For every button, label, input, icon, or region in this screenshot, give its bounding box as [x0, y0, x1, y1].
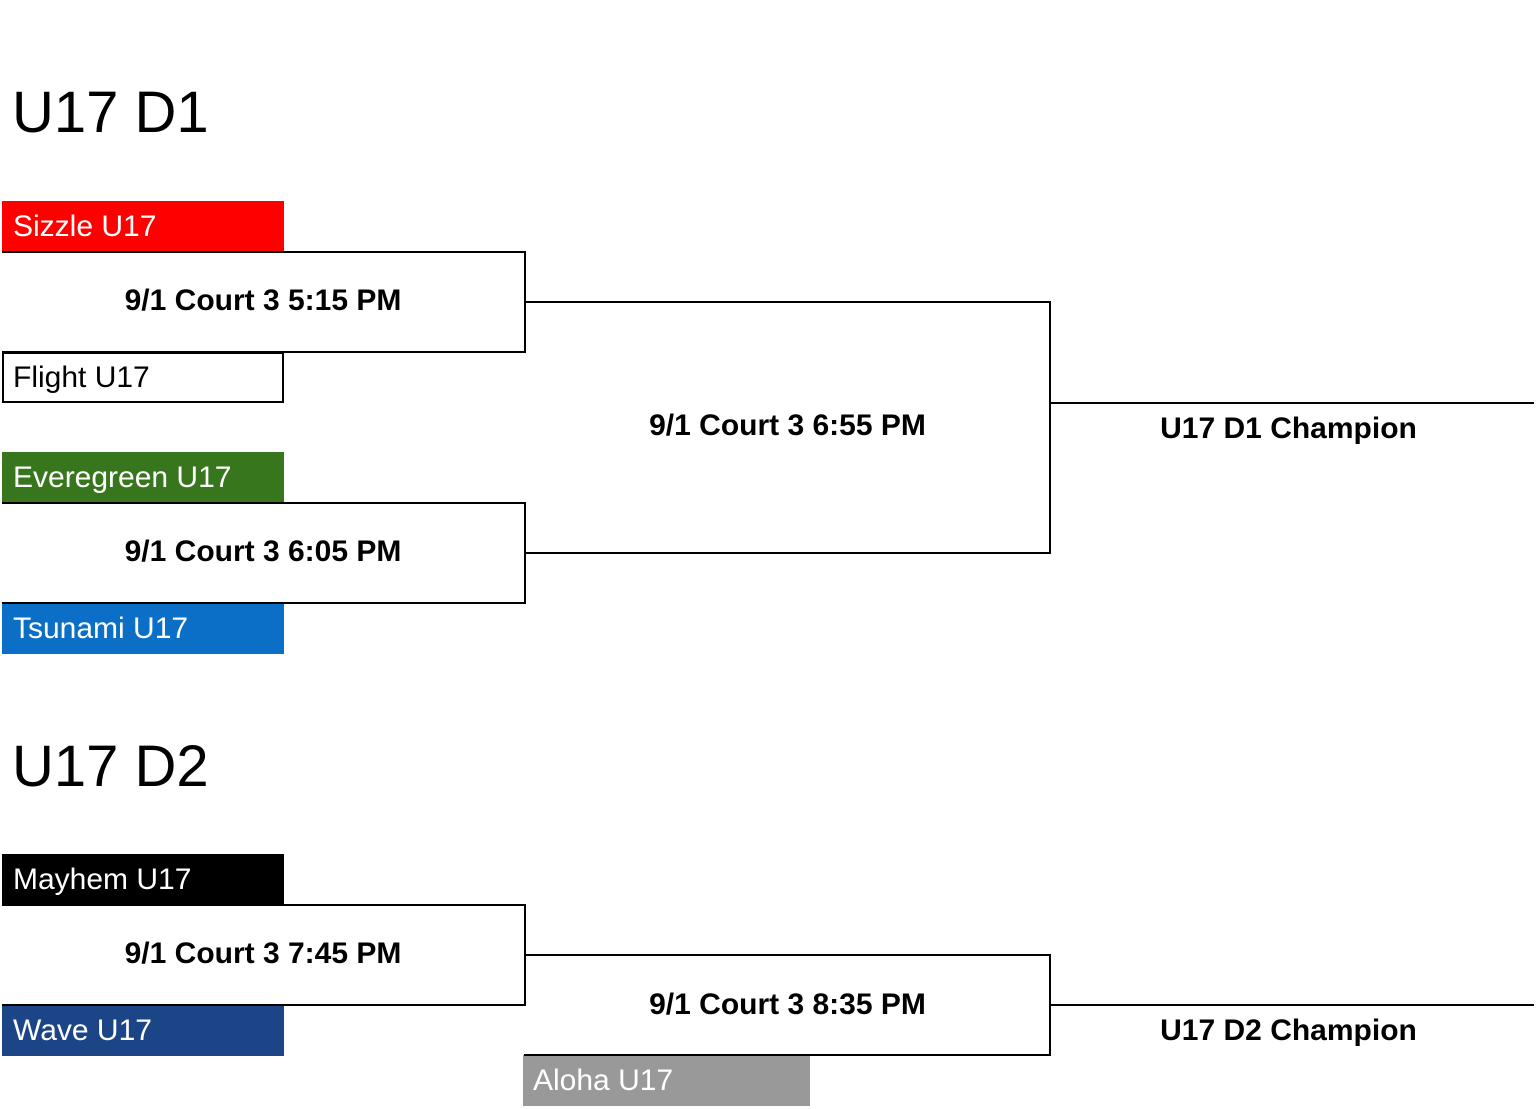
- team-tsunami: Tsunami U17: [2, 603, 284, 654]
- bracket-line: [2, 904, 526, 906]
- team-mayhem: Mayhem U17: [2, 854, 284, 905]
- team-flight: Flight U17: [2, 352, 284, 403]
- team-everegreen: Everegreen U17: [2, 452, 284, 503]
- match-label: 9/1 Court 3 8:35 PM: [649, 988, 926, 1021]
- bracket-line: [1049, 1004, 1534, 1006]
- team-aloha: Aloha U17: [523, 1055, 810, 1106]
- bracket-line: [2, 502, 526, 504]
- bracket-line: [1049, 402, 1534, 404]
- bracket-line: [2, 351, 526, 353]
- bracket-line: [524, 552, 1051, 554]
- champion-label: U17 D1 Champion: [1160, 412, 1417, 445]
- bracket-line: [1049, 301, 1051, 554]
- champion-label: U17 D2 Champion: [1160, 1014, 1417, 1047]
- bracket-line: [524, 301, 1051, 303]
- match-label: 9/1 Court 3 6:55 PM: [649, 409, 926, 442]
- match-label: 9/1 Court 3 7:45 PM: [124, 937, 402, 970]
- bracket-line: [2, 1004, 526, 1006]
- match-label: 9/1 Court 3 6:05 PM: [124, 535, 402, 568]
- bracket-line: [524, 954, 1051, 956]
- bracket-line: [2, 602, 526, 604]
- team-wave: Wave U17: [2, 1005, 284, 1056]
- bracket-title-d2: U17 D2: [12, 734, 209, 799]
- match-label: 9/1 Court 3 5:15 PM: [124, 284, 402, 317]
- bracket-line: [2, 251, 526, 253]
- team-sizzle: Sizzle U17: [2, 201, 284, 252]
- bracket-line: [524, 1054, 1051, 1056]
- bracket-title-d1: U17 D1: [12, 80, 209, 145]
